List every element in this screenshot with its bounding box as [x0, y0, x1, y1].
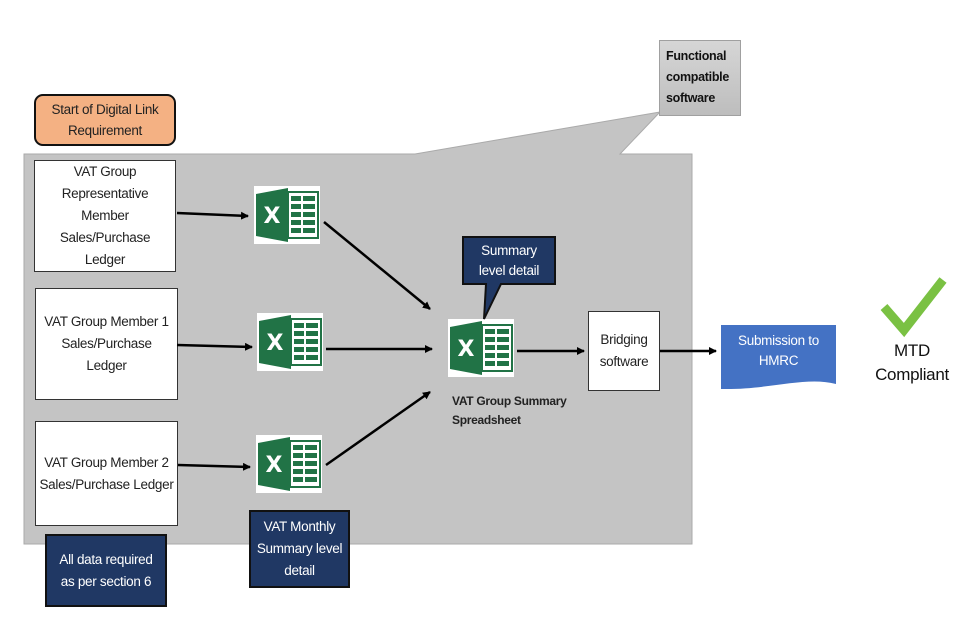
- summary-level-callout: Summary level detail: [478, 243, 540, 278]
- arrow-m2-to-excel: [177, 462, 251, 471]
- svg-text:X: X: [266, 453, 283, 478]
- functional-software-callout: Functional compatible software: [659, 40, 741, 116]
- svg-text:X: X: [267, 331, 284, 356]
- summary-excel-icon: X: [448, 319, 514, 377]
- ledger-member-2: VAT Group Member 2 Sales/Purchase Ledger: [35, 421, 178, 526]
- functional-software-text: Functional compatible software: [666, 49, 729, 105]
- vat-monthly-summary-note: VAT Monthly Summary level detail: [249, 510, 350, 588]
- mtd-compliant-label: MTD Compliant: [875, 341, 949, 384]
- start-digital-link-label: Start of Digital Link Requirement: [34, 94, 176, 146]
- ledger-member-1: VAT Group Member 1 Sales/Purchase Ledger: [35, 288, 178, 400]
- all-data-required-note: All data required as per section 6: [45, 534, 167, 607]
- arrow-m1-to-excel: [176, 342, 253, 351]
- arrow-excel1-to-summary: [323, 221, 431, 310]
- bridging-software-box: Bridging software: [588, 311, 660, 391]
- svg-text:X: X: [264, 204, 281, 229]
- submission-to-hmrc: Submission to HMRC: [738, 333, 819, 368]
- ledger-representative-member: VAT Group Representative Member Sales/Pu…: [34, 160, 176, 272]
- arrow-rep-to-excel: [176, 211, 249, 220]
- svg-text:X: X: [458, 337, 475, 362]
- summary-spreadsheet-label: VAT Group Summary Spreadsheet: [452, 394, 567, 427]
- arrow-excel3-to-summary: [325, 390, 431, 467]
- excel-icon: X: [257, 313, 323, 371]
- excel-icon: X: [254, 186, 320, 244]
- excel-icon: X: [256, 435, 322, 493]
